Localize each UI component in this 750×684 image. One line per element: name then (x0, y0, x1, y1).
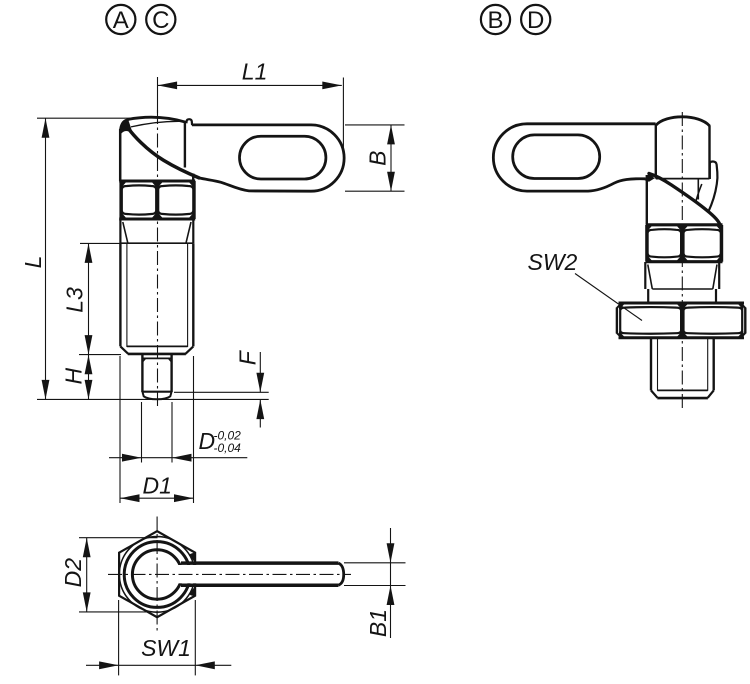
svg-text:L1: L1 (242, 59, 268, 85)
svg-text:B: B (487, 7, 503, 34)
svg-text:A: A (113, 7, 129, 34)
svg-text:L: L (20, 256, 46, 269)
svg-text:H: H (60, 368, 86, 385)
svg-text:C: C (152, 7, 169, 34)
svg-text:B1: B1 (365, 609, 391, 637)
svg-text:D: D (527, 7, 544, 34)
svg-text:L3: L3 (61, 287, 87, 313)
svg-text:-0,04: -0,04 (214, 441, 242, 455)
svg-text:D1: D1 (142, 472, 171, 498)
svg-text:D2: D2 (60, 558, 86, 588)
svg-text:D: D (199, 428, 216, 454)
svg-text:SW2: SW2 (528, 249, 578, 275)
svg-text:SW1: SW1 (141, 635, 191, 661)
svg-text:F: F (235, 349, 261, 365)
svg-text:-0,02: -0,02 (214, 429, 242, 443)
svg-text:B: B (364, 151, 390, 166)
